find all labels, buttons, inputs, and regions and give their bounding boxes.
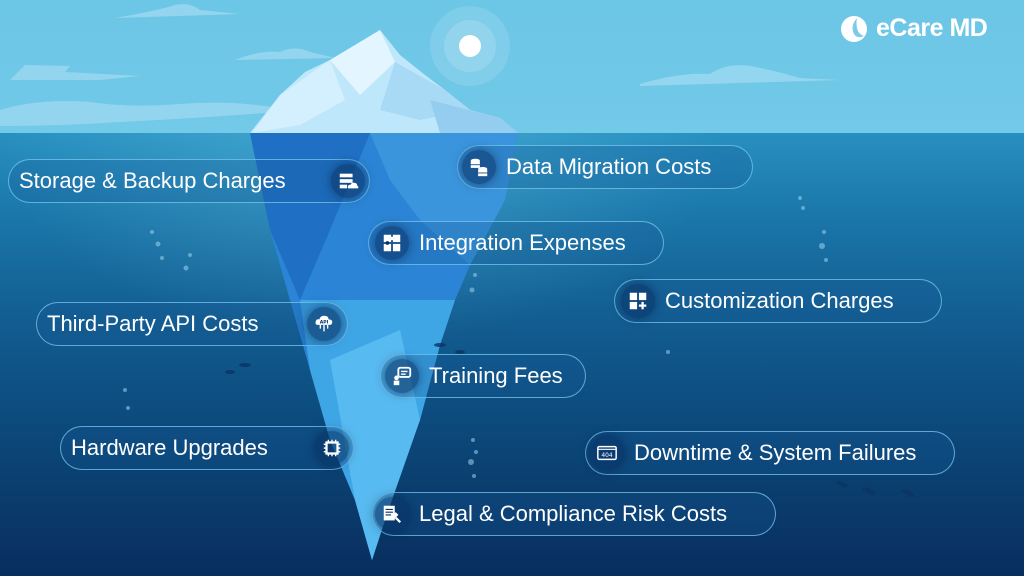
cost-storage-backup: Storage & Backup Charges <box>8 159 370 203</box>
cost-label: Data Migration Costs <box>506 154 712 179</box>
server-cloud-icon <box>331 164 365 198</box>
error-404-icon: 404 <box>590 436 624 470</box>
cost-legal-compliance: Legal & Compliance Risk Costs <box>372 492 776 536</box>
cost-label: Training Fees <box>429 363 563 388</box>
cost-data-migration: Data Migration Costs <box>457 145 753 189</box>
grid-plus-icon <box>621 284 655 318</box>
database-transfer-icon <box>462 150 496 184</box>
brand-logo: eCare MD <box>838 12 988 44</box>
cost-training: Training Fees <box>380 354 586 398</box>
svg-text:API: API <box>320 320 329 326</box>
cost-hardware-upgrades: Hardware Upgrades <box>60 426 354 470</box>
cost-third-party-api: Third-Party API Costs API <box>36 302 348 346</box>
cost-label: Customization Charges <box>665 288 894 313</box>
puzzle-icon <box>375 226 409 260</box>
drop-moon-icon <box>841 16 867 42</box>
clouds <box>0 4 840 126</box>
presenter-icon <box>385 359 419 393</box>
brand-name: eCare MD <box>876 13 988 42</box>
cost-label: Downtime & System Failures <box>634 440 917 465</box>
cost-label: Legal & Compliance Risk Costs <box>419 501 728 526</box>
svg-text:404: 404 <box>601 452 613 459</box>
cost-customization: Customization Charges <box>614 279 942 323</box>
cost-label: Third-Party API Costs <box>47 311 259 336</box>
cost-label: Hardware Upgrades <box>71 435 268 460</box>
api-cloud-icon: API <box>307 307 341 341</box>
cost-integration: Integration Expenses <box>368 221 664 265</box>
cost-label: Storage & Backup Charges <box>19 168 286 193</box>
chip-icon <box>315 431 349 465</box>
cost-label: Integration Expenses <box>419 230 626 255</box>
cost-downtime: 404 Downtime & System Failures <box>585 431 955 475</box>
gavel-document-icon <box>375 497 409 531</box>
